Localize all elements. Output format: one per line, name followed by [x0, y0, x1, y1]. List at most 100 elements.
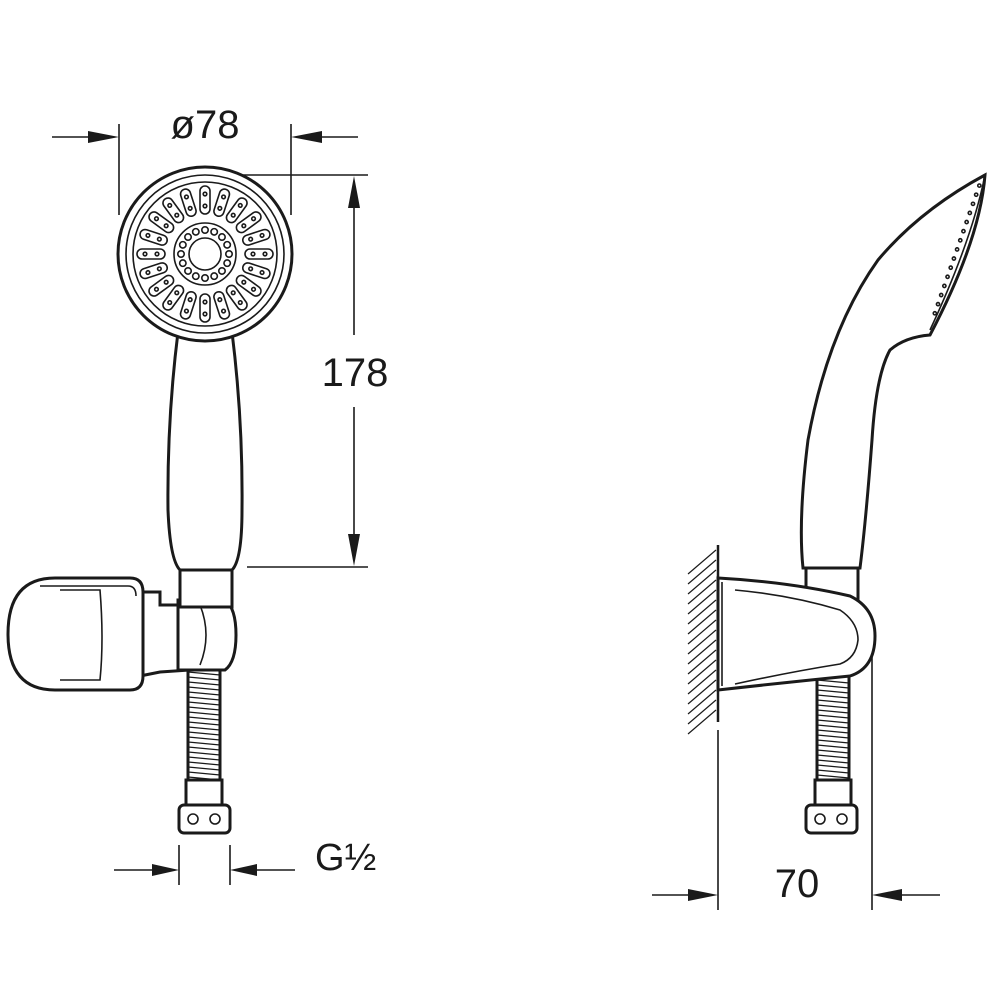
nozzle-outer [235, 211, 262, 234]
depth-dimension: 70 [652, 650, 940, 910]
spray-dot [967, 210, 973, 216]
nozzle-outer [199, 185, 211, 215]
nozzle-hole [248, 236, 254, 242]
hatch-line [687, 599, 717, 625]
nozzle-hole [145, 269, 151, 276]
nozzle-outer [162, 284, 185, 311]
spray-dot [973, 192, 979, 198]
nozzle-hole [156, 266, 162, 272]
spray-dot [964, 219, 970, 225]
hose-connector-front [177, 778, 232, 835]
inner-nozzle [191, 272, 200, 281]
hatch-line [687, 699, 717, 725]
hose-coil [187, 756, 221, 761]
nozzle-hole [167, 202, 173, 209]
nozzle-hole [202, 203, 208, 209]
hatch-line [687, 689, 717, 715]
thread-dimension: G½ [114, 837, 376, 885]
nozzle-hole [250, 216, 257, 222]
hose-coil [816, 754, 850, 759]
hatch-line [687, 709, 717, 735]
nozzle-outer [225, 197, 248, 224]
hatch-line [687, 579, 717, 605]
spray-dot [976, 183, 982, 189]
nozzle-hole [142, 251, 148, 257]
spray-dot [954, 247, 960, 252]
nozzle-hole [187, 205, 193, 211]
nozzle-hole [163, 279, 169, 285]
nozzle-hole [174, 212, 180, 218]
hose-coil [816, 744, 850, 749]
hose-coil [816, 759, 850, 764]
hose-coil [187, 706, 221, 711]
hose-coil [816, 739, 850, 744]
nozzle-slot [199, 293, 211, 323]
hatch-line [687, 679, 717, 705]
nozzle-hole [202, 191, 208, 197]
hose-coil [816, 689, 850, 694]
nozzle-hole [156, 236, 162, 242]
hose-coil [187, 716, 221, 721]
nozzle-hole [153, 286, 160, 292]
nozzle-hole [217, 297, 223, 303]
hose-coil [187, 691, 221, 696]
nozzle-hole [163, 223, 169, 229]
spray-dot [951, 256, 957, 261]
nozzle-outer [179, 188, 197, 218]
nozzle-outer [199, 293, 211, 323]
nozzle-slot [199, 185, 211, 215]
hatch-line [687, 629, 717, 655]
hose-coil [187, 721, 221, 726]
hose-coil [187, 681, 221, 686]
nozzle-hole [241, 223, 247, 229]
nozzle-hole [154, 251, 160, 257]
hose-coil [187, 696, 221, 701]
inner-nozzle [178, 240, 187, 249]
hose-coil [816, 764, 850, 769]
hatch-line [687, 569, 717, 595]
hose-connector-side [804, 778, 859, 835]
inner-nozzle [223, 240, 232, 249]
spray-dot [945, 274, 950, 280]
inner-nozzle [184, 233, 193, 242]
nozzle-outer [244, 248, 274, 260]
nozzle-hole [248, 266, 254, 272]
nozzle-outer [139, 262, 169, 280]
hose-coil [816, 734, 850, 739]
nozzle-hole [230, 212, 236, 218]
hose-coil [187, 731, 221, 736]
height-dimension: 178 [225, 174, 388, 568]
nozzle-outer [148, 211, 175, 234]
nozzle-outer [179, 290, 197, 320]
inner-nozzle [201, 273, 210, 282]
hatch-line [687, 639, 717, 665]
nozzle-outer [225, 284, 248, 311]
hose-coil [187, 701, 221, 706]
side-view: 70 [652, 172, 987, 910]
hose-side [815, 673, 851, 782]
inner-nozzle [178, 259, 187, 268]
hose-coil [816, 714, 850, 719]
inner-nozzle [210, 272, 219, 281]
nozzle-outer [213, 188, 231, 218]
inner-nozzle [201, 226, 210, 235]
nozzle-hole [202, 311, 208, 317]
inner-nozzle [210, 227, 219, 236]
nozzle-hole [241, 279, 247, 285]
front-view: ø78 178 [6, 103, 388, 885]
nozzle-hole [220, 194, 227, 200]
hose-coil [816, 709, 850, 714]
hose-coil [816, 684, 850, 689]
nozzle-slot [136, 248, 166, 260]
hose-coil [816, 719, 850, 724]
nozzle-hole [237, 299, 243, 306]
hose-coil [816, 749, 850, 754]
nozzle-hole [174, 290, 180, 296]
spray-dot [961, 228, 966, 234]
nozzle-hole [250, 251, 256, 257]
hose-coil [816, 679, 850, 684]
inner-nozzle [217, 266, 226, 275]
spray-dot [938, 292, 944, 298]
nozzle-hole [187, 297, 193, 303]
hose-coil [816, 769, 850, 774]
